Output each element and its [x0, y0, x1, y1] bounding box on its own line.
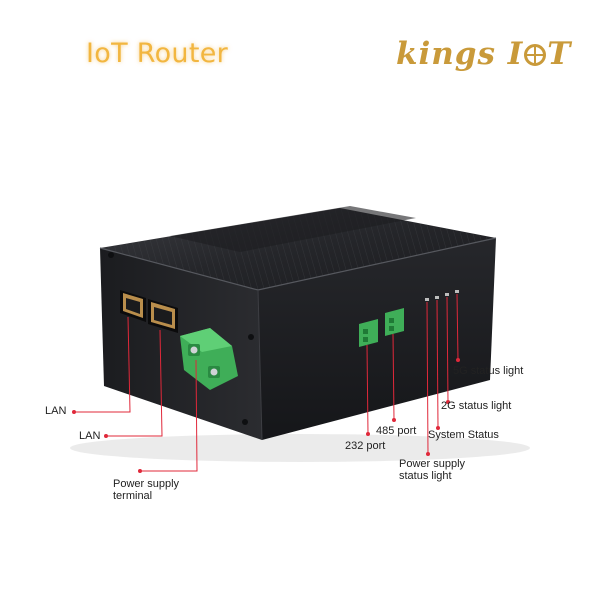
system-status-light: [435, 296, 439, 299]
callout-lan-1: LAN: [45, 405, 67, 417]
callout-power-light-line1: Power supply: [399, 458, 466, 470]
status-light-2g: [445, 293, 449, 296]
screw-icon: [108, 252, 114, 258]
callout-power-light: Power supply status light: [399, 458, 465, 482]
callout-485-port: 485 port: [376, 425, 417, 437]
port-485-connector: [385, 308, 404, 336]
callout-2g-status: 2G status light: [441, 400, 512, 412]
page-title: IoT Router: [86, 38, 229, 69]
callout-lan-2: LAN: [79, 430, 101, 442]
callout-power-terminal-line1: Power supply: [113, 478, 180, 490]
callout-power-terminal-line2: terminal: [113, 490, 153, 502]
port-232-connector: [359, 319, 378, 347]
callout-232-port: 232 port: [345, 440, 386, 452]
callout-5g-status: 5G status light: [453, 365, 524, 377]
device-shadow: [70, 434, 530, 462]
device-top-ribs: [100, 208, 496, 290]
brand-globe-icon: [524, 44, 547, 66]
device-corner-edge: [257, 289, 263, 441]
brand-suffix: T: [547, 36, 572, 72]
callout-power-terminal: Power supply terminal: [113, 478, 179, 502]
brand-prefix: kings I: [396, 36, 524, 72]
screw-icon: [248, 334, 254, 340]
status-light-5g: [455, 290, 459, 293]
callout-system-status: System Status: [428, 429, 499, 441]
brand-logo: kings I T: [396, 36, 571, 72]
lan-port-1: [120, 290, 146, 322]
screw-icon: [242, 419, 248, 425]
power-supply-terminal: [180, 328, 238, 390]
power-status-light: [425, 298, 429, 301]
device-top-band: [170, 206, 416, 252]
lan-port-2: [148, 299, 178, 333]
callout-lines: [72, 293, 460, 473]
callout-power-light-line2: status light: [399, 470, 452, 482]
